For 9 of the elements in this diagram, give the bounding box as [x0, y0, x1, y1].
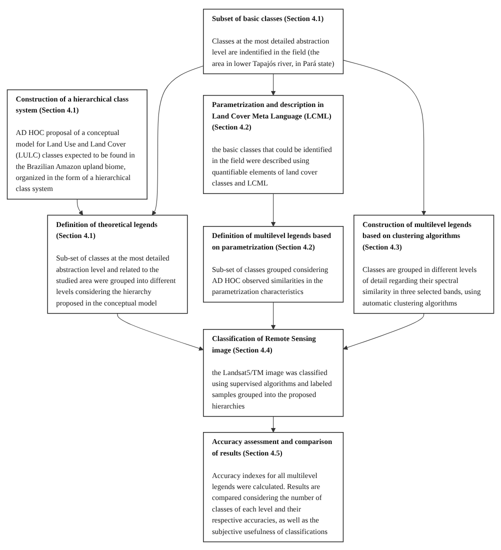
- arrow: [270, 73, 276, 96]
- arrow: [152, 65, 204, 215]
- arrow: [76, 198, 84, 215]
- arrow: [270, 192, 276, 226]
- arrow: [270, 301, 276, 330]
- arrow: [117, 312, 204, 350]
- arrow: [342, 59, 426, 215]
- arrow: [343, 312, 424, 350]
- arrow: [270, 416, 276, 432]
